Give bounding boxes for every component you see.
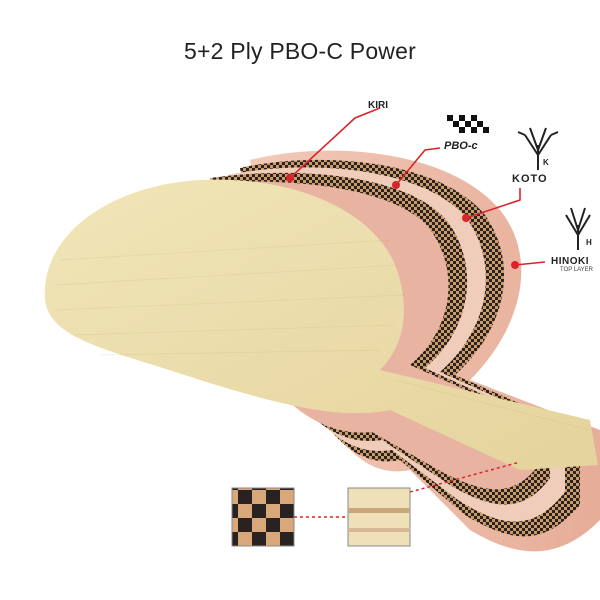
zoom-inset <box>231 461 521 547</box>
hinoki-tree-icon <box>565 207 591 250</box>
wood-grain <box>54 239 591 431</box>
label-hinoki-mark: H <box>586 238 592 247</box>
label-hinoki: HINOKI <box>551 256 589 267</box>
label-pboc: PBO-c <box>444 140 478 152</box>
label-koto: KOTO <box>512 173 548 185</box>
blade-face <box>44 179 598 470</box>
callout-dots <box>286 174 519 269</box>
pboc-logo-icon <box>447 115 489 133</box>
page-title: 5+2 Ply PBO-C Power <box>184 38 416 64</box>
koto-tree-icon <box>517 127 559 170</box>
label-koto-mark: K <box>543 158 549 167</box>
label-hinoki-sub: TOP LAYER <box>560 267 594 273</box>
callout-lines <box>289 107 546 266</box>
label-kiri: KIRI <box>368 100 388 111</box>
